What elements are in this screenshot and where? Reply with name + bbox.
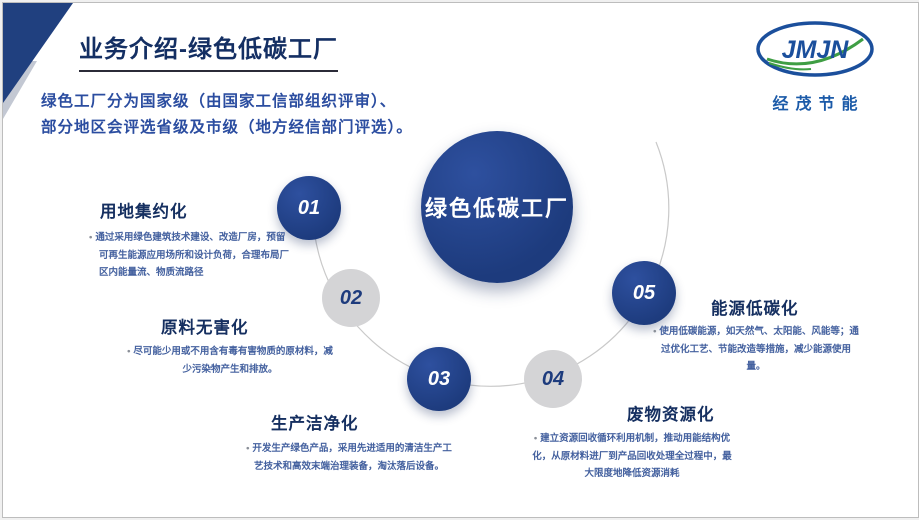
corner-decoration-navy [3, 3, 73, 103]
intro-paragraph: 绿色工厂分为国家级（由国家工信部组织评审）、 部分地区会评选省级及市级（地方经信… [41, 89, 413, 141]
node-desc-harmless-material: •尽可能少用或不用含有毒有害物质的原材料，减少污染物产生和排放。 [123, 343, 337, 378]
node-title-harmless-material: 原料无害化 [161, 319, 249, 337]
node-desc-text-4: 建立资源回收循环利用机制，推动用能结构优化，从原材料进厂到产品回收处理全过程中，… [532, 433, 732, 480]
node-circle-03: 03 [407, 347, 471, 411]
company-logo: JMJN 经茂节能 [751, 19, 879, 114]
bullet-icon: • [89, 232, 93, 243]
logo-text: JMJN [782, 36, 850, 64]
node-circle-05: 05 [612, 261, 676, 325]
jmjn-logo-icon: JMJN [756, 21, 874, 77]
node-desc-low-carbon-energy: •使用低碳能源，如天然气、太阳能、风能等；通过优化工艺、节能改造等措施，减少能源… [653, 323, 859, 376]
node-title-low-carbon-energy: 能源低碳化 [711, 300, 799, 318]
node-desc-text-2: 尽可能少用或不用含有毒有害物质的原材料，减少污染物产生和排放。 [133, 346, 333, 375]
central-circle: 绿色低碳工厂 [421, 131, 573, 283]
page-title: 业务介绍-绿色低碳工厂 [79, 29, 338, 72]
node-number-03: 03 [427, 367, 451, 390]
company-name: 经茂节能 [772, 96, 865, 113]
node-desc-land-intensive: •通过采用绿色建筑技术建设、改造厂房，预留可再生能源应用场所和设计负荷，合理布局… [89, 229, 291, 282]
node-number-02: 02 [339, 286, 363, 309]
intro-line-1: 绿色工厂分为国家级（由国家工信部组织评审）、 [41, 93, 397, 110]
node-circle-02: 02 [322, 269, 380, 327]
node-desc-clean-production: •开发生产绿色产品，采用先进适用的清洁生产工艺技术和高效末端治理装备，淘汰落后设… [243, 440, 455, 475]
bullet-icon: • [127, 346, 131, 357]
central-circle-label: 绿色低碳工厂 [424, 196, 569, 221]
node-title-land-intensive: 用地集约化 [100, 203, 188, 221]
node-desc-text-5: 使用低碳能源，如天然气、太阳能、风能等；通过优化工艺、节能改造等措施，减少能源使… [659, 326, 859, 373]
node-desc-text-3: 开发生产绿色产品，采用先进适用的清洁生产工艺技术和高效末端治理装备，淘汰落后设备… [252, 443, 452, 472]
node-title-waste-recycling: 废物资源化 [627, 406, 715, 424]
node-circle-04: 04 [524, 350, 582, 408]
bullet-icon: • [653, 326, 657, 337]
intro-line-2: 部分地区会评选省级及市级（地方经信部门评选）。 [41, 119, 413, 136]
node-number-01: 01 [297, 196, 321, 219]
node-number-05: 05 [632, 281, 656, 304]
bullet-icon: • [533, 433, 538, 444]
bullet-icon: • [246, 443, 250, 454]
node-desc-text-1: 通过采用绿色建筑技术建设、改造厂房，预留可再生能源应用场所和设计负荷，合理布局厂… [95, 232, 290, 279]
node-desc-waste-recycling: •建立资源回收循环利用机制，推动用能结构优化，从原材料进厂到产品回收处理全过程中… [531, 430, 733, 483]
node-number-04: 04 [541, 367, 565, 390]
node-title-clean-production: 生产洁净化 [271, 415, 359, 433]
